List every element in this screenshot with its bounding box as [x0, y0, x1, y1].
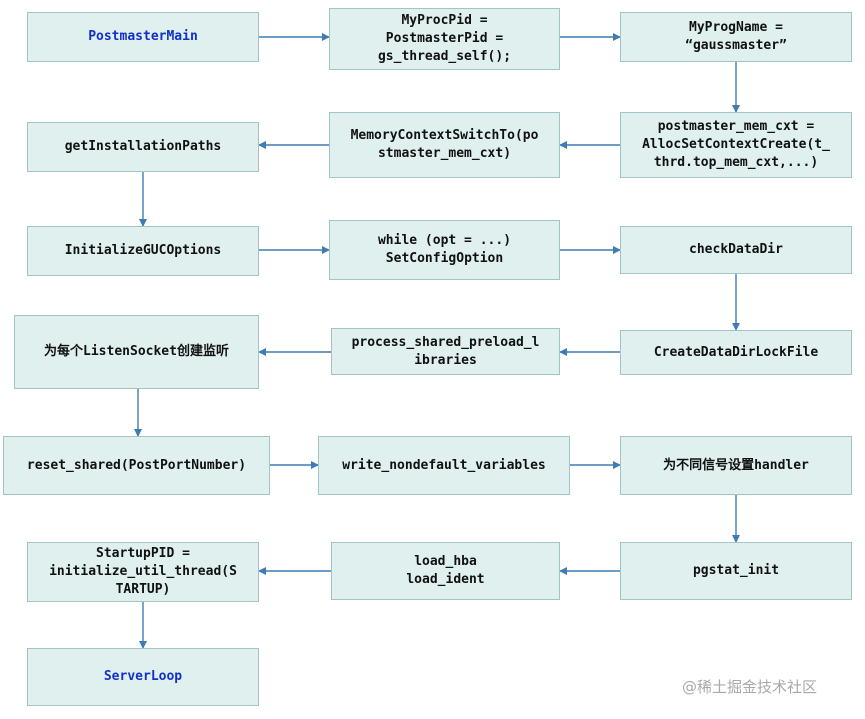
node-listen-socket: 为每个ListenSocket创建监听 [14, 315, 259, 389]
node-signal-handler: 为不同信号设置handler [620, 436, 852, 495]
node-get-installation-paths: getInstallationPaths [27, 122, 259, 172]
node-postmaster-main: PostmasterMain [27, 12, 259, 62]
node-startup-pid: StartupPID = initialize_util_thread(S TA… [27, 542, 259, 602]
node-create-data-dir-lock-file: CreateDataDirLockFile [620, 330, 852, 375]
node-reset-shared: reset_shared(PostPortNumber) [3, 436, 270, 495]
node-postmaster-mem-cxt: postmaster_mem_cxt = AllocSetContextCrea… [620, 112, 852, 178]
node-my-proc-pid: MyProcPid = PostmasterPid = gs_thread_se… [329, 8, 560, 70]
node-server-loop: ServerLoop [27, 648, 259, 706]
node-pgstat-init: pgstat_init [620, 542, 852, 600]
node-memory-context-switch: MemoryContextSwitchTo(po stmaster_mem_cx… [329, 112, 560, 178]
node-set-config-option: while (opt = ...) SetConfigOption [329, 220, 560, 280]
watermark-text: @稀土掘金技术社区 [682, 678, 818, 696]
node-load-hba-ident: load_hba load_ident [331, 542, 560, 600]
node-my-prog-name: MyProgName = “gaussmaster” [620, 12, 852, 62]
node-process-shared-preload: process_shared_preload_l ibraries [331, 328, 560, 375]
node-write-nondefault-variables: write_nondefault_variables [318, 436, 570, 495]
node-check-data-dir: checkDataDir [620, 226, 852, 274]
node-initialize-guc-options: InitializeGUCOptions [27, 226, 259, 276]
